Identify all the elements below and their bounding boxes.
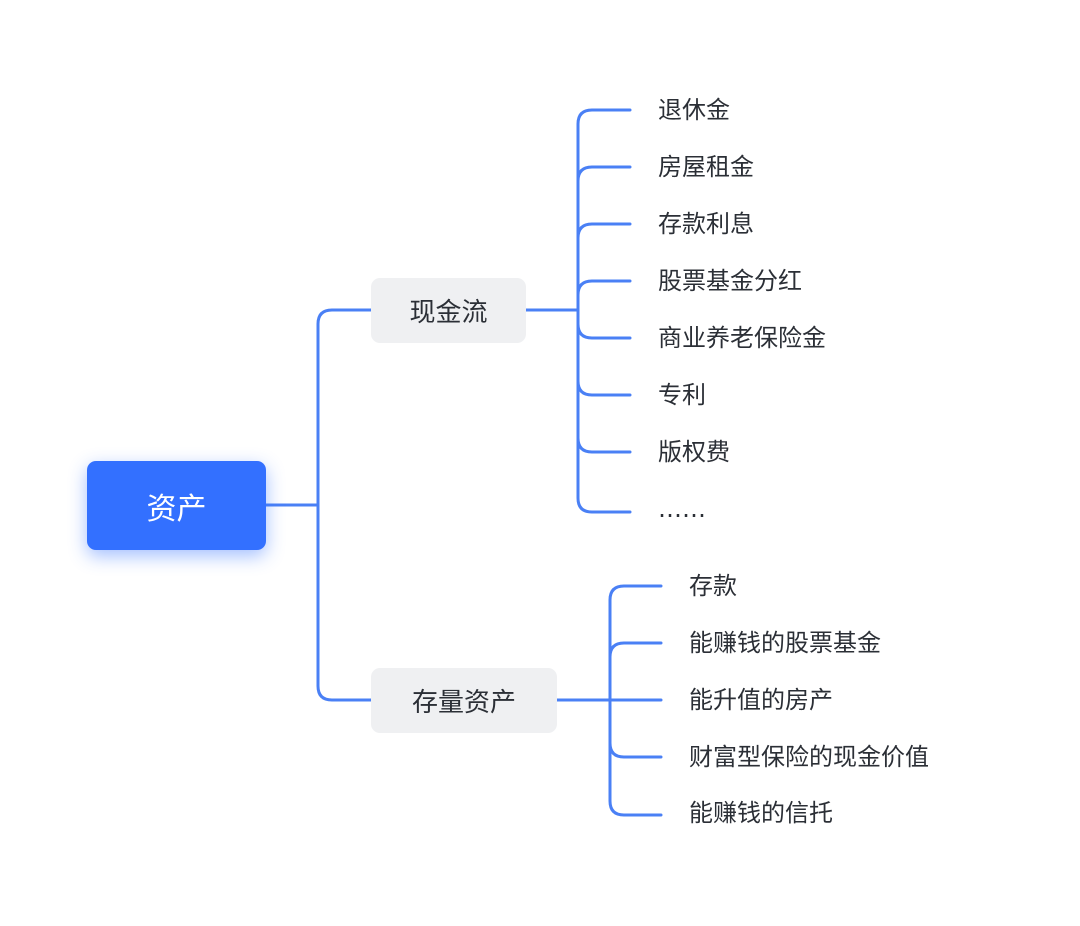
leaf-node[interactable]: 能赚钱的信托 (689, 799, 833, 827)
branch-label: 现金流 (409, 298, 488, 328)
cash-flow-connector-4 (576, 308, 632, 340)
root-label: 资产 (146, 491, 207, 527)
leaf-node[interactable]: 能升值的房产 (689, 686, 833, 714)
leaf-node[interactable]: 财富型保险的现金价值 (689, 743, 929, 771)
root-connector-1 (316, 503, 373, 702)
stock-assets-connector-1 (608, 641, 663, 702)
leaf-node[interactable]: 商业养老保险金 (658, 324, 826, 352)
cash-flow-connector-6 (576, 308, 632, 454)
branch-node-cash-flow[interactable]: 现金流 (371, 278, 526, 343)
leaf-node[interactable]: 专利 (658, 381, 706, 409)
stock-assets-connector-3 (608, 698, 663, 759)
stock-assets-connector-4 (608, 698, 663, 817)
cash-flow-connector-7 (576, 308, 632, 514)
leaf-node[interactable]: …… (658, 495, 706, 523)
root-connector-0 (316, 308, 373, 507)
leaf-node[interactable]: 股票基金分红 (658, 267, 802, 295)
stock-assets-connector-0 (608, 584, 663, 702)
branch-label: 存量资产 (411, 688, 516, 718)
leaf-node[interactable]: 能赚钱的股票基金 (689, 629, 881, 657)
root-node[interactable]: 资产 (87, 461, 266, 550)
cash-flow-connector-0 (576, 108, 632, 312)
leaf-node[interactable]: 版权费 (658, 438, 730, 466)
cash-flow-connector-2 (576, 222, 632, 312)
leaf-node[interactable]: 退休金 (658, 96, 730, 124)
cash-flow-connector-3 (576, 279, 632, 312)
leaf-node[interactable]: 房屋租金 (658, 153, 754, 181)
leaf-node[interactable]: 存款利息 (658, 210, 754, 238)
branch-node-stock-assets[interactable]: 存量资产 (371, 668, 557, 733)
cash-flow-connector-1 (576, 165, 632, 312)
cash-flow-connector-5 (576, 308, 632, 397)
leaf-node[interactable]: 存款 (689, 572, 737, 600)
